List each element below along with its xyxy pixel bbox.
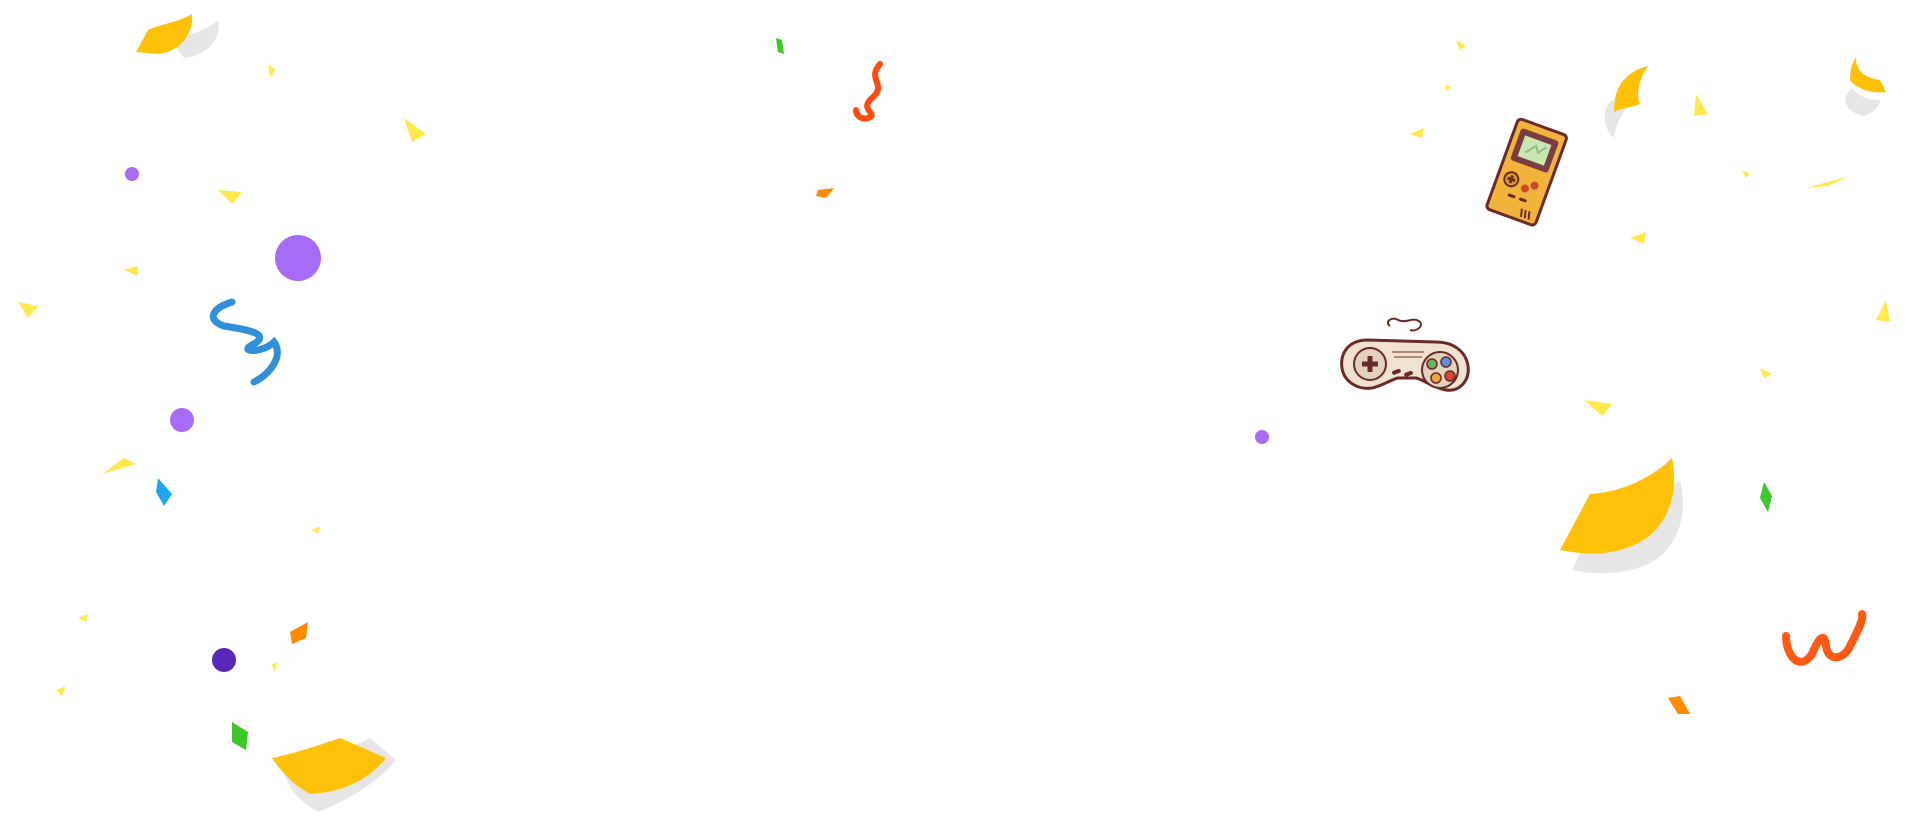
confetti-triangle	[1446, 84, 1452, 90]
confetti-shadow	[1845, 88, 1880, 116]
confetti-diamond	[1760, 482, 1772, 512]
confetti-ribbon	[1782, 610, 1867, 666]
confetti-shadow	[170, 20, 219, 58]
confetti-triangle	[1742, 170, 1750, 178]
handheld-console-icon	[1485, 118, 1568, 227]
confetti-diamond	[776, 38, 784, 54]
confetti-piece	[272, 738, 386, 794]
confetti-triangle	[1694, 94, 1708, 116]
confetti-triangle	[218, 190, 242, 204]
confetti-piece	[1614, 66, 1648, 112]
confetti-dot	[1255, 430, 1269, 444]
confetti-triangle	[272, 662, 278, 672]
confetti-triangle	[404, 118, 426, 142]
confetti-triangle	[268, 64, 276, 78]
confetti-diamond	[232, 722, 248, 750]
gamepad-controller-icon	[1340, 317, 1470, 392]
confetti-diamond	[290, 622, 308, 644]
confetti-piece	[136, 14, 193, 54]
confetti-triangle	[1876, 300, 1890, 322]
confetti-triangle	[312, 526, 320, 534]
confetti-piece	[1560, 458, 1675, 554]
confetti-triangle	[18, 302, 38, 318]
confetti-triangle	[56, 686, 66, 696]
confetti-triangle	[78, 614, 88, 622]
confetti-shadow	[1604, 100, 1630, 138]
confetti-triangle	[124, 266, 138, 276]
confetti-ribbon	[853, 61, 883, 122]
confetti-diamond	[1668, 696, 1690, 714]
confetti-piece	[1850, 58, 1886, 93]
confetti-dot	[275, 235, 321, 281]
confetti-diamond	[816, 188, 834, 198]
confetti-dot	[212, 648, 236, 672]
confetti-dot	[170, 408, 194, 432]
confetti-triangle	[1630, 232, 1646, 244]
confetti-triangle	[1584, 400, 1612, 416]
confetti-dot	[125, 167, 139, 181]
confetti-triangle	[102, 458, 136, 474]
confetti-ribbon	[209, 298, 281, 386]
confetti-triangle	[1806, 176, 1850, 188]
confetti-triangle	[1456, 40, 1466, 50]
confetti-triangle	[1410, 128, 1424, 138]
confetti-diamond	[156, 478, 172, 506]
confetti-triangle	[1760, 368, 1772, 378]
